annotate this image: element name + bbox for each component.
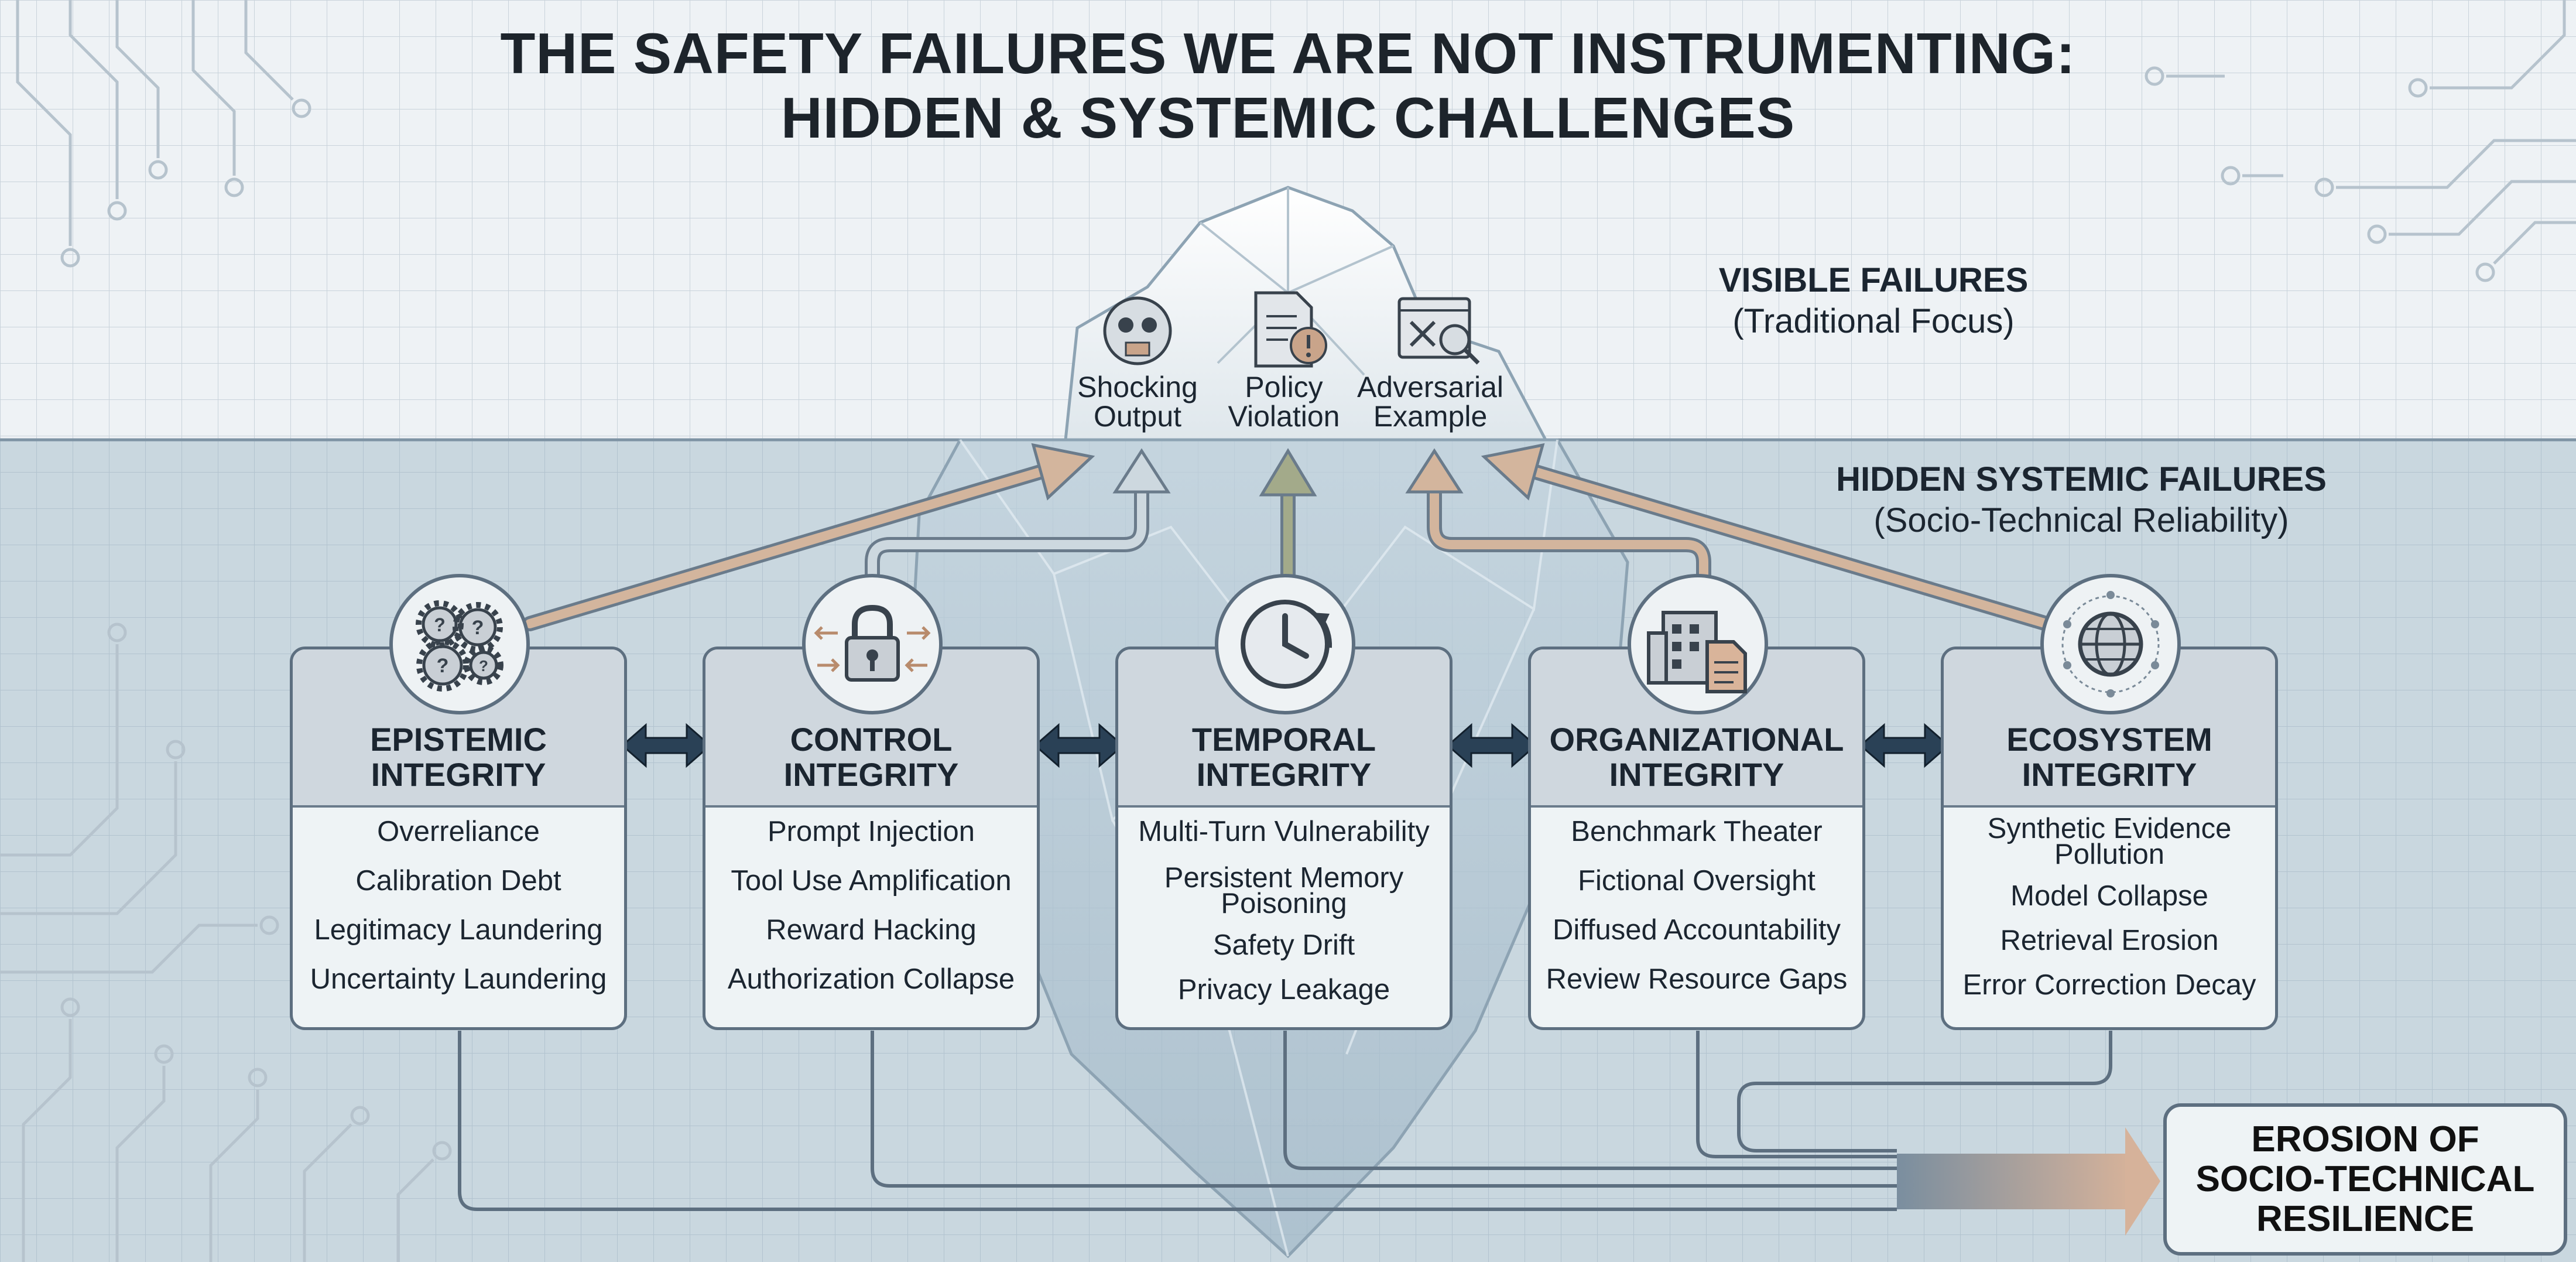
category-title: ORGANIZATIONAL (1549, 721, 1844, 758)
list-item: Safety Drift (1212, 929, 1355, 961)
list-item: Synthetic Evidence Pollution (1987, 813, 2232, 870)
building-document-icon (1628, 574, 1768, 714)
hidden-failures-subheading: (Socio-Technical Reliability) (1873, 501, 2289, 539)
visible-item-line1: Policy (1245, 371, 1323, 403)
gears-question-icon: ?? ?? (389, 574, 530, 714)
list-item: Privacy Leakage (1177, 974, 1390, 1006)
list-item: Prompt Injection (767, 816, 975, 847)
list-item: Overreliance (377, 816, 540, 847)
globe-network-icon (2040, 574, 2181, 714)
category-header: ECOSYSTEM INTEGRITY (1944, 649, 2275, 808)
browser-magnifier-icon (1397, 297, 1480, 365)
visible-item-line2: Example (1373, 400, 1488, 433)
visible-item-line1: Adversarial (1356, 371, 1504, 403)
visible-item-line1: Shocking (1077, 371, 1198, 403)
visible-item-policy-violation: Policy Violation (1208, 372, 1360, 431)
category-title: TEMPORAL (1191, 721, 1376, 758)
visible-item-shocking-output: Shocking Output (1061, 372, 1214, 431)
category-items: Overreliance Calibration Debt Legitimacy… (293, 808, 624, 995)
result-line: RESILIENCE (2256, 1199, 2475, 1239)
clock-icon (1215, 574, 1355, 714)
result-box: EROSION OF SOCIO-TECHNICAL RESILIENCE (2163, 1103, 2567, 1256)
category-items: Synthetic Evidence Pollution Model Colla… (1944, 808, 2275, 1001)
category-title: INTEGRITY (2022, 756, 2197, 793)
result-line: EROSION OF (2251, 1119, 2479, 1160)
visible-failures-subheading: (Traditional Focus) (1732, 302, 2015, 340)
svg-text:?: ? (437, 655, 449, 677)
flow-arrow (1897, 1127, 2160, 1236)
category-title: ECOSYSTEM (2006, 721, 2212, 758)
hidden-failures-heading: HIDDEN SYSTEMIC FAILURES (1836, 460, 2327, 498)
document-warning-icon (1254, 291, 1327, 368)
list-item: Error Correction Decay (1962, 969, 2256, 1001)
list-item: Review Resource Gaps (1546, 963, 1848, 995)
list-item: Tool Use Amplification (731, 865, 1012, 897)
list-item: Authorization Collapse (727, 963, 1015, 995)
list-item: Retrieval Erosion (2000, 925, 2219, 956)
visible-failures-heading: VISIBLE FAILURES (1718, 261, 2029, 299)
category-title: INTEGRITY (1196, 756, 1372, 793)
list-item: Diffused Accountability (1552, 914, 1841, 946)
visible-item-line2: Violation (1228, 400, 1340, 433)
svg-text:?: ? (479, 657, 488, 675)
list-item: Uncertainty Laundering (310, 963, 607, 995)
category-items: Multi-Turn Vulnerability Persistent Memo… (1118, 808, 1450, 1006)
list-item: Fictional Oversight (1578, 865, 1815, 897)
category-title: CONTROL (790, 721, 953, 758)
category-title: INTEGRITY (1609, 756, 1784, 793)
list-item: Legitimacy Laundering (314, 914, 603, 946)
page-title: THE SAFETY FAILURES WE ARE NOT INSTRUMEN… (500, 21, 2076, 85)
category-header: TEMPORAL INTEGRITY (1118, 649, 1450, 808)
category-title: INTEGRITY (371, 756, 546, 793)
padlock-icon (802, 574, 943, 714)
category-title: INTEGRITY (783, 756, 959, 793)
visible-item-adversarial-example: Adversarial Example (1354, 372, 1506, 431)
category-items: Benchmark Theater Fictional Oversight Di… (1531, 808, 1862, 995)
escalation-arrows (522, 443, 2054, 631)
list-item: Calibration Debt (355, 865, 561, 897)
category-title: EPISTEMIC (370, 721, 547, 758)
category-items: Prompt Injection Tool Use Amplification … (705, 808, 1037, 995)
skull-icon (1103, 296, 1172, 365)
page-subtitle: HIDDEN & SYSTEMIC CHALLENGES (780, 85, 1796, 150)
list-item: Persistent Memory Poisoning (1164, 862, 1404, 919)
list-item: Model Collapse (2010, 880, 2208, 912)
result-line: SOCIO-TECHNICAL (2195, 1159, 2535, 1199)
list-item: Reward Hacking (766, 914, 977, 946)
svg-text:?: ? (434, 614, 446, 635)
list-item: Multi-Turn Vulnerability (1138, 816, 1430, 847)
visible-item-line2: Output (1093, 400, 1182, 433)
double-arrows (621, 723, 1950, 768)
list-item: Benchmark Theater (1571, 816, 1823, 847)
flow-lines (458, 1031, 2112, 1211)
svg-text:?: ? (472, 617, 484, 639)
